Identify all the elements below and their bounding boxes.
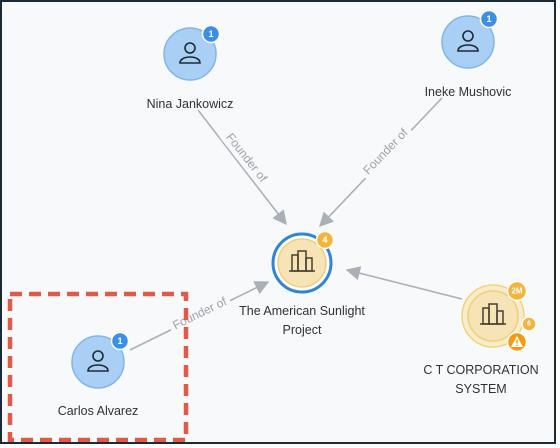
node-label-ct-line1: C T CORPORATION <box>423 363 538 377</box>
node-ct-corporation-system[interactable]: 2M 6 <box>461 280 537 353</box>
count-badge <box>506 280 528 302</box>
node-label-carlos: Carlos Alvarez <box>58 404 139 418</box>
person-icon <box>179 42 201 64</box>
edge-nina-project[interactable] <box>197 109 287 226</box>
node-carlos-alvarez[interactable]: 1 <box>71 331 130 389</box>
edge-label-ineke: Founder of <box>360 125 411 177</box>
node-american-sunlight-project[interactable]: 4 <box>271 230 335 294</box>
building-icon <box>289 250 315 272</box>
svg-text:1: 1 <box>486 14 491 24</box>
building-icon <box>480 303 506 325</box>
node-label-ct-line2: SYSTEM <box>455 382 506 396</box>
edge-label-carlos: Founder of <box>170 294 229 332</box>
svg-text:1: 1 <box>117 336 122 346</box>
count-badge <box>110 331 130 351</box>
node-nina-jankowicz[interactable]: 1 <box>163 24 221 81</box>
secondary-badge <box>521 316 537 332</box>
count-badge <box>315 230 335 250</box>
svg-text:2M: 2M <box>511 287 522 296</box>
node-label-project-line2: Project <box>283 323 322 337</box>
person-icon <box>457 30 479 52</box>
node-label-nina: Nina Jankowicz <box>147 97 234 111</box>
svg-text:6: 6 <box>527 321 531 328</box>
relationship-graph: Founder of Founder of Founder of 1 Nina … <box>7 9 539 442</box>
svg-text:1: 1 <box>208 29 213 39</box>
node-label-project-line1: The American Sunlight <box>239 304 365 318</box>
count-badge <box>479 9 499 29</box>
node-ineke-mushovic[interactable]: 1 <box>441 9 499 69</box>
count-badge <box>201 24 221 44</box>
warning-icon <box>506 331 528 353</box>
person-icon <box>87 350 109 372</box>
svg-text:4: 4 <box>322 235 327 245</box>
highlight-box <box>7 291 189 442</box>
edge-label-nina: Founder of <box>223 130 270 185</box>
edge-ct-project[interactable] <box>345 266 463 300</box>
node-label-ineke: Ineke Mushovic <box>425 85 512 99</box>
